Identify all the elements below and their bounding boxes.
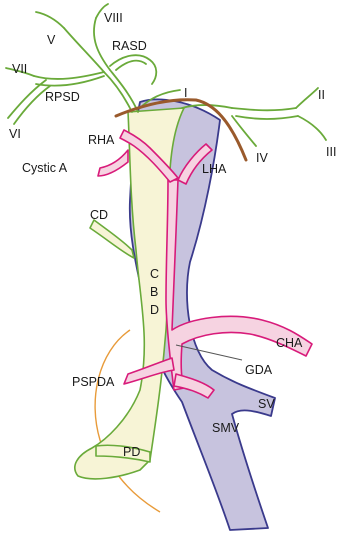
cystic-artery xyxy=(98,150,128,176)
label-gda: GDA xyxy=(245,363,273,377)
label-pspda: PSPDA xyxy=(72,375,115,389)
label-viii: VIII xyxy=(104,11,123,25)
label-pd: PD xyxy=(123,445,140,459)
label-lha: LHA xyxy=(202,162,227,176)
label-iii: III xyxy=(326,145,336,159)
label-cha: CHA xyxy=(276,336,303,350)
label-cbd-b: B xyxy=(150,285,158,299)
label-vii: VII xyxy=(12,62,27,76)
label-iv: IV xyxy=(256,151,268,165)
label-rpsd: RPSD xyxy=(45,90,80,104)
label-vi: VI xyxy=(9,127,21,141)
label-cbd-c: C xyxy=(150,267,159,281)
label-smv: SMV xyxy=(212,421,240,435)
label-cystic-a: Cystic A xyxy=(22,161,68,175)
label-i: I xyxy=(184,86,187,100)
label-sv: SV xyxy=(258,397,275,411)
label-v: V xyxy=(47,33,56,47)
label-cd: CD xyxy=(90,208,108,222)
cystic-duct xyxy=(90,220,134,258)
label-rha: RHA xyxy=(88,133,115,147)
label-rasd: RASD xyxy=(112,39,147,53)
label-ii: II xyxy=(318,88,325,102)
label-cbd-d: D xyxy=(150,303,159,317)
